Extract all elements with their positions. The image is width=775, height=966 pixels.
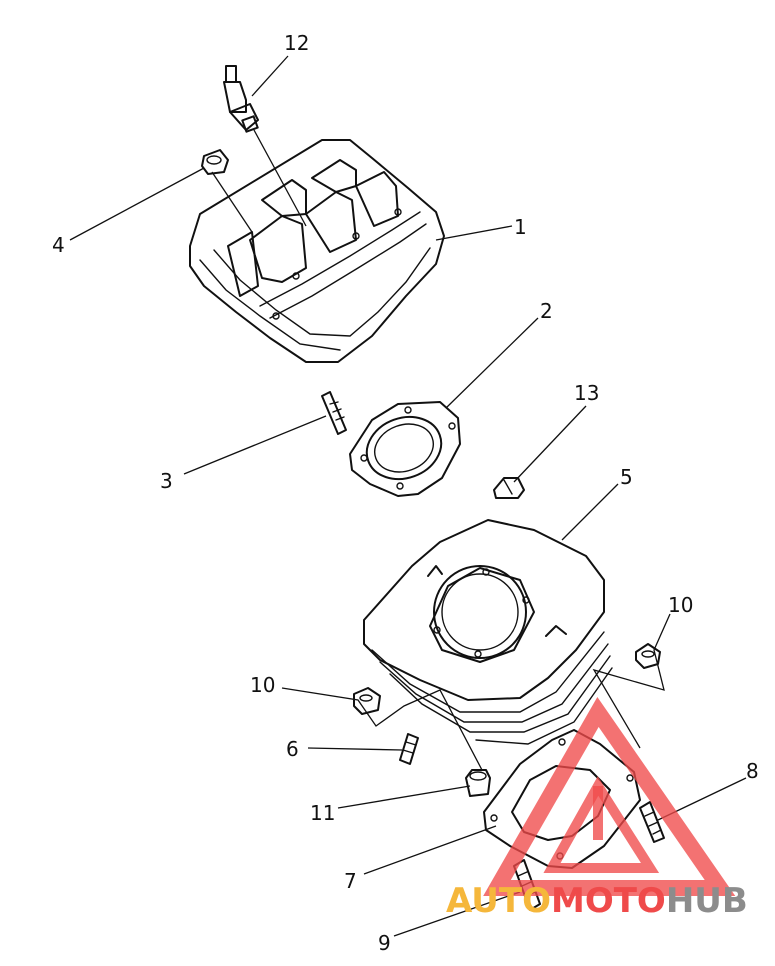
cylinder-head-drawing <box>189 139 445 363</box>
callout-5: 5 <box>620 465 633 489</box>
callout-11: 11 <box>310 801 335 825</box>
callout-4: 4 <box>52 233 65 257</box>
callout-8: 8 <box>746 759 759 783</box>
callout-2: 2 <box>540 299 553 323</box>
callout-1: 1 <box>514 215 527 239</box>
watermark-logo: AUTOMOTOHUB <box>446 697 748 921</box>
spark-plug-drawing <box>223 65 259 133</box>
watermark-text-auto: AUTO <box>446 881 551 921</box>
callout-9: 9 <box>378 931 391 955</box>
cylinder-drawing <box>363 519 613 745</box>
callout-12: 12 <box>284 31 309 55</box>
callout-7: 7 <box>344 869 357 893</box>
callout-3: 3 <box>160 469 173 493</box>
dowel-pin-drawing <box>399 733 419 765</box>
leader-lines <box>69 55 747 937</box>
clip-drawing <box>493 477 525 499</box>
nut-10-right-drawing <box>635 643 661 669</box>
cap-nut-drawing <box>201 149 229 175</box>
collar-drawing <box>465 769 491 797</box>
stud-bolt-3-drawing <box>321 391 347 435</box>
svg-text:AUTOMOTOHUB: AUTOMOTOHUB <box>446 881 748 921</box>
head-gasket-drawing <box>349 401 461 497</box>
nut-10-left-drawing <box>353 687 381 715</box>
callout-10-left: 10 <box>250 673 275 697</box>
callout-13: 13 <box>574 381 599 405</box>
watermark-triangle <box>483 697 736 896</box>
callout-10-right: 10 <box>668 593 693 617</box>
watermark-text-hub: HUB <box>666 881 748 921</box>
callout-6: 6 <box>286 737 299 761</box>
stud-bolt-8-drawing <box>639 801 665 843</box>
watermark-text-moto: MOTO <box>551 881 666 921</box>
